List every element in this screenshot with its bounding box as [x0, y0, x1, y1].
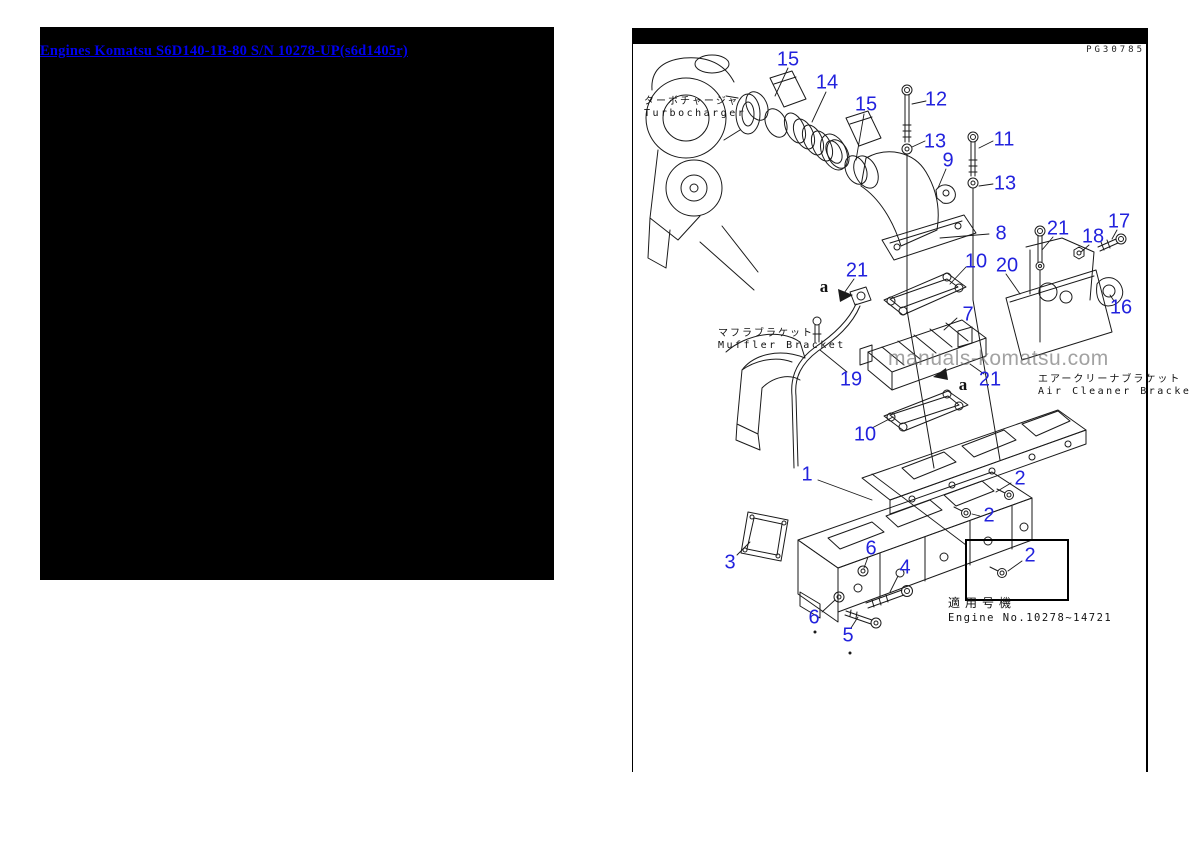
muffler-bracket-jp-text: マフラブラケット [718, 328, 814, 339]
callout-2: 2 [983, 504, 995, 527]
air-cleaner-bracket-en-text: Air Cleaner Bracket [1038, 386, 1190, 397]
connector-block-drawing [860, 320, 986, 390]
intake-elbow-drawing [849, 152, 976, 260]
callout-2: 2 [1024, 544, 1036, 567]
air-cleaner-bracket-drawing [1006, 226, 1126, 360]
view-arrows [838, 289, 948, 380]
small-hardware-drawing [813, 489, 1014, 655]
callout-10: 10 [853, 423, 877, 446]
callout-9: 9 [942, 149, 954, 172]
callout-21: 21 [978, 368, 1002, 391]
hose-and-clamps-drawing [742, 71, 881, 188]
callout-21: 21 [1046, 217, 1070, 240]
gasket-upper-drawing [884, 273, 966, 315]
diagram-right-border [1146, 28, 1148, 772]
callout-19: 19 [839, 368, 863, 391]
callout-7: 7 [962, 303, 974, 326]
callout-5: 5 [842, 624, 854, 647]
leader-lines [737, 68, 1117, 628]
callout-6: 6 [865, 537, 877, 560]
callout-1: 1 [801, 463, 813, 486]
callout-2: 2 [1014, 467, 1026, 490]
muffler-bracket-en-text: Muffler Bracket [718, 340, 846, 351]
callout-15: 15 [776, 48, 800, 71]
applicability-box [965, 539, 1069, 601]
turbocharger-jp-text: ターボチャージャ [644, 96, 740, 107]
diagram-left-border [632, 28, 633, 772]
diagram-top-bar [632, 28, 1148, 44]
applicability-jp: 適用号機 [948, 596, 1017, 610]
left-black-panel [40, 27, 554, 580]
callout-8: 8 [995, 222, 1007, 245]
callout-16: 16 [1109, 296, 1133, 319]
callout-20: 20 [995, 254, 1019, 277]
callout-4: 4 [899, 556, 911, 579]
callout-14: 14 [815, 71, 839, 94]
callout-13: 13 [923, 130, 947, 153]
callout-12: 12 [924, 88, 948, 111]
diagram-page-code: PG30785 [1086, 45, 1145, 55]
callout-17: 17 [1107, 210, 1131, 233]
callout-11: 11 [993, 128, 1015, 151]
turbocharger-en-text: Turbocharger [644, 108, 747, 119]
callout-3: 3 [724, 551, 736, 574]
intake-manifold-drawing [798, 410, 1086, 622]
air-cleaner-bracket-jp-text: エアークリーナブラケット [1038, 374, 1182, 385]
page-title-link[interactable]: Engines Komatsu S6D140-1B-80 S/N 10278-U… [40, 43, 408, 59]
callout-6: 6 [808, 606, 820, 629]
cover-plate-drawing [741, 512, 788, 561]
view-ref-a: a [819, 277, 829, 296]
turbocharger-drawing [646, 55, 760, 290]
callout-18: 18 [1081, 225, 1105, 248]
applicability-en: Engine No.10278~14721 [948, 612, 1113, 624]
gasket-lower-drawing [884, 390, 968, 431]
callout-21: 21 [845, 259, 869, 282]
air-tube-drawing [792, 287, 871, 468]
callout-15: 15 [854, 93, 878, 116]
view-ref-a: a [958, 375, 968, 394]
watermark: manuals-komatsu.com [888, 347, 1109, 370]
muffler-bracket-drawing [726, 334, 805, 450]
parts-diagram-lineart [632, 44, 1149, 655]
callout-13: 13 [993, 172, 1017, 195]
callout-10: 10 [964, 250, 988, 273]
